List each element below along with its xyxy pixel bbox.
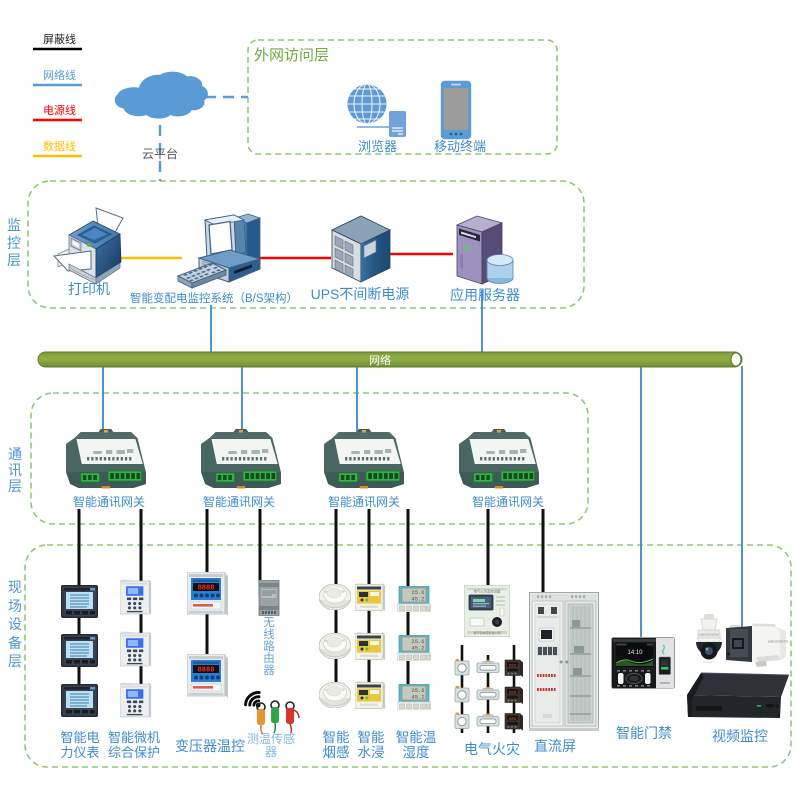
svg-text:电气火灾监控设备: 电气火灾监控设备 [473,589,501,594]
svg-text:网络: 网络 [369,353,391,367]
svg-text:HIKVISION: HIKVISION [768,639,788,644]
svg-text:14:10: 14:10 [627,650,643,656]
svg-text:888: 888 [509,664,517,668]
svg-text:HIKVISION: HIKVISION [699,633,718,637]
svg-text:智干得电南科技公司: 智干得电南科技公司 [473,630,500,635]
svg-text:888: 888 [509,691,517,695]
svg-text:888: 888 [509,718,517,722]
